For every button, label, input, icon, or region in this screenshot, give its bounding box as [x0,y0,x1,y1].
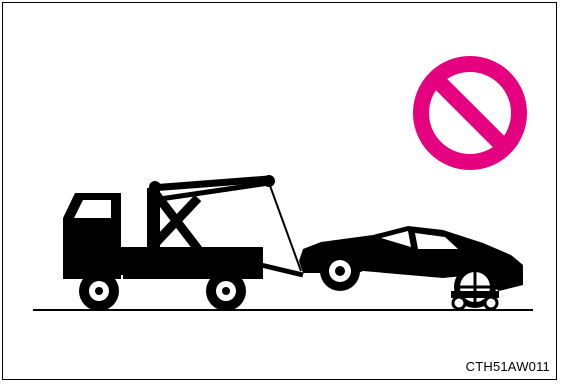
towing-illustration [3,3,558,381]
figure-code: CTH51AW011 [466,359,550,374]
prohibited-icon [421,64,519,162]
tow-truck-icon [63,175,303,311]
wheel-dolly-icon [451,269,499,309]
figure-frame: CTH51AW011 [2,2,557,380]
